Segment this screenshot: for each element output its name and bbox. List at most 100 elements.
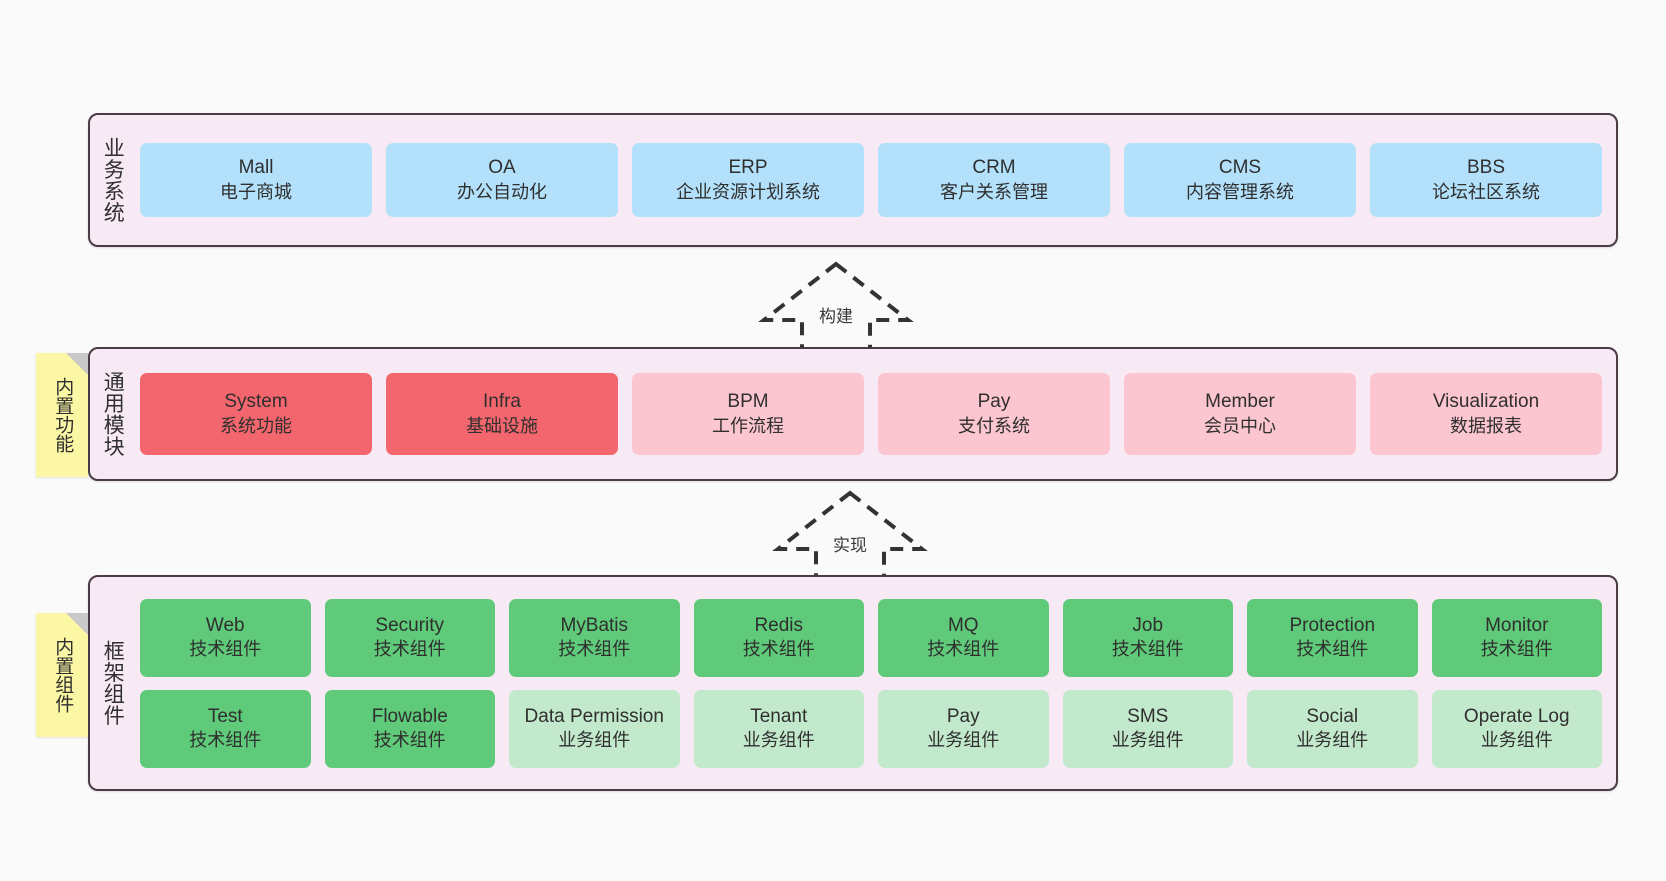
- layer-business-systems: 业务系统 Mall 电子商城 OA 办公自动化 ERP 企业资源计划系统 CRM…: [88, 113, 1618, 247]
- layer-body-common: System 系统功能 Infra 基础设施 BPM 工作流程 Pay 支付系统…: [134, 349, 1616, 479]
- card-system[interactable]: System 系统功能: [140, 373, 372, 455]
- card-title-en: Operate Log: [1463, 705, 1570, 727]
- card-title-en: OA: [488, 157, 516, 179]
- card-title-en: MQ: [947, 614, 979, 636]
- card-monitor[interactable]: Monitor 技术组件: [1431, 598, 1602, 677]
- card-pay-component[interactable]: Pay 业务组件: [878, 689, 1049, 768]
- card-crm[interactable]: CRM 客户关系管理: [878, 143, 1110, 217]
- card-title-en: Data Permission: [524, 705, 664, 727]
- card-title-en: ERP: [728, 157, 768, 179]
- layer-title-common: 通用模块: [101, 371, 125, 457]
- card-bpm[interactable]: BPM 工作流程: [632, 373, 864, 455]
- layer-title-framework: 框架组件: [101, 640, 125, 726]
- card-title-en: Visualization: [1432, 391, 1540, 413]
- card-title-en: BPM: [727, 391, 769, 413]
- card-title-cn: 业务组件: [1111, 730, 1184, 751]
- card-title-en: Security: [375, 614, 445, 636]
- card-title-cn: 技术组件: [1480, 639, 1553, 660]
- card-title-cn: 电子商城: [220, 181, 292, 202]
- card-title-en: CRM: [972, 157, 1016, 179]
- card-title-cn: 业务组件: [1480, 730, 1553, 751]
- arrow-implement: 实现: [770, 487, 930, 583]
- card-title-en: Flowable: [371, 705, 448, 727]
- dashed-up-arrow-icon: [772, 490, 928, 581]
- card-title-en: Mall: [238, 157, 274, 179]
- card-title-cn: 技术组件: [742, 639, 815, 660]
- card-row: System 系统功能 Infra 基础设施 BPM 工作流程 Pay 支付系统…: [140, 373, 1602, 455]
- card-title-en: System: [224, 391, 288, 413]
- card-row: Test 技术组件 Flowable 技术组件 Data Permission …: [140, 689, 1602, 768]
- card-infra[interactable]: Infra 基础设施: [386, 373, 618, 455]
- card-bbs[interactable]: BBS 论坛社区系统: [1370, 143, 1602, 217]
- card-tenant[interactable]: Tenant 业务组件: [693, 689, 864, 768]
- card-title-en: Protection: [1289, 614, 1376, 636]
- card-title-cn: 办公自动化: [457, 181, 547, 202]
- card-title-cn: 工作流程: [712, 415, 784, 436]
- card-oa[interactable]: OA 办公自动化: [386, 143, 618, 217]
- card-pay-module[interactable]: Pay 支付系统: [878, 373, 1110, 455]
- card-title-cn: 业务组件: [927, 730, 1000, 751]
- card-title-cn: 技术组件: [373, 639, 446, 660]
- note-label: 内置功能: [52, 377, 74, 453]
- note-label: 内置组件: [52, 637, 74, 713]
- card-title-cn: 技术组件: [558, 639, 631, 660]
- card-title-en: Tenant: [750, 705, 808, 727]
- card-visualization[interactable]: Visualization 数据报表: [1370, 373, 1602, 455]
- card-title-cn: 企业资源计划系统: [676, 181, 820, 202]
- card-title-cn: 技术组件: [189, 639, 262, 660]
- card-flowable[interactable]: Flowable 技术组件: [324, 689, 495, 768]
- card-mq[interactable]: MQ 技术组件: [878, 598, 1049, 677]
- card-title-cn: 技术组件: [927, 639, 1000, 660]
- card-title-en: Social: [1306, 705, 1359, 727]
- card-title-en: Job: [1132, 614, 1164, 636]
- layer-title-business: 业务系统: [101, 137, 125, 223]
- card-row: Web 技术组件 Security 技术组件 MyBatis 技术组件 Redi…: [140, 598, 1602, 677]
- card-title-en: MyBatis: [560, 614, 629, 636]
- card-title-cn: 论坛社区系统: [1432, 181, 1540, 202]
- note-builtin-features: 内置功能: [36, 353, 88, 477]
- arrow-build: 构建: [756, 258, 916, 354]
- card-protection[interactable]: Protection 技术组件: [1247, 598, 1418, 677]
- card-job[interactable]: Job 技术组件: [1062, 598, 1233, 677]
- card-title-en: Pay: [946, 705, 980, 727]
- note-builtin-components: 内置组件: [36, 613, 88, 737]
- card-security[interactable]: Security 技术组件: [324, 598, 495, 677]
- card-title-en: Test: [207, 705, 243, 727]
- card-title-en: Web: [205, 614, 245, 636]
- card-social[interactable]: Social 业务组件: [1247, 689, 1418, 768]
- card-title-en: Monitor: [1485, 614, 1549, 636]
- card-title-en: SMS: [1127, 705, 1169, 727]
- card-title-cn: 业务组件: [1296, 730, 1369, 751]
- card-title-en: Infra: [482, 391, 522, 413]
- card-mall[interactable]: Mall 电子商城: [140, 143, 372, 217]
- card-row: Mall 电子商城 OA 办公自动化 ERP 企业资源计划系统 CRM 客户关系…: [140, 143, 1602, 217]
- dashed-up-arrow-icon: [758, 261, 914, 352]
- card-title-cn: 会员中心: [1204, 415, 1276, 436]
- card-title-cn: 内容管理系统: [1186, 181, 1294, 202]
- card-title-cn: 业务组件: [558, 730, 631, 751]
- layer-common-modules: 通用模块 System 系统功能 Infra 基础设施 BPM 工作流程 Pay…: [88, 347, 1618, 481]
- card-title-en: CMS: [1218, 157, 1262, 179]
- card-redis[interactable]: Redis 技术组件: [693, 598, 864, 677]
- card-cms[interactable]: CMS 内容管理系统: [1124, 143, 1356, 217]
- card-title-cn: 技术组件: [1111, 639, 1184, 660]
- card-title-cn: 技术组件: [189, 730, 262, 751]
- card-mybatis[interactable]: MyBatis 技术组件: [509, 598, 680, 677]
- card-operate-log[interactable]: Operate Log 业务组件: [1431, 689, 1602, 768]
- card-test[interactable]: Test 技术组件: [140, 689, 311, 768]
- card-member[interactable]: Member 会员中心: [1124, 373, 1356, 455]
- card-data-permission[interactable]: Data Permission 业务组件: [509, 689, 680, 768]
- layer-framework-components: 框架组件 Web 技术组件 Security 技术组件 MyBatis 技术组件…: [88, 575, 1618, 791]
- layer-body-framework: Web 技术组件 Security 技术组件 MyBatis 技术组件 Redi…: [134, 577, 1616, 789]
- card-title-en: BBS: [1466, 157, 1506, 179]
- card-title-cn: 技术组件: [1296, 639, 1369, 660]
- card-title-cn: 基础设施: [466, 415, 538, 436]
- card-title-en: Pay: [977, 391, 1011, 413]
- card-title-cn: 客户关系管理: [940, 181, 1048, 202]
- card-title-en: Member: [1205, 391, 1275, 413]
- layer-body-business: Mall 电子商城 OA 办公自动化 ERP 企业资源计划系统 CRM 客户关系…: [134, 115, 1616, 245]
- card-sms[interactable]: SMS 业务组件: [1062, 689, 1233, 768]
- card-title-cn: 业务组件: [742, 730, 815, 751]
- card-erp[interactable]: ERP 企业资源计划系统: [632, 143, 864, 217]
- card-web[interactable]: Web 技术组件: [140, 598, 311, 677]
